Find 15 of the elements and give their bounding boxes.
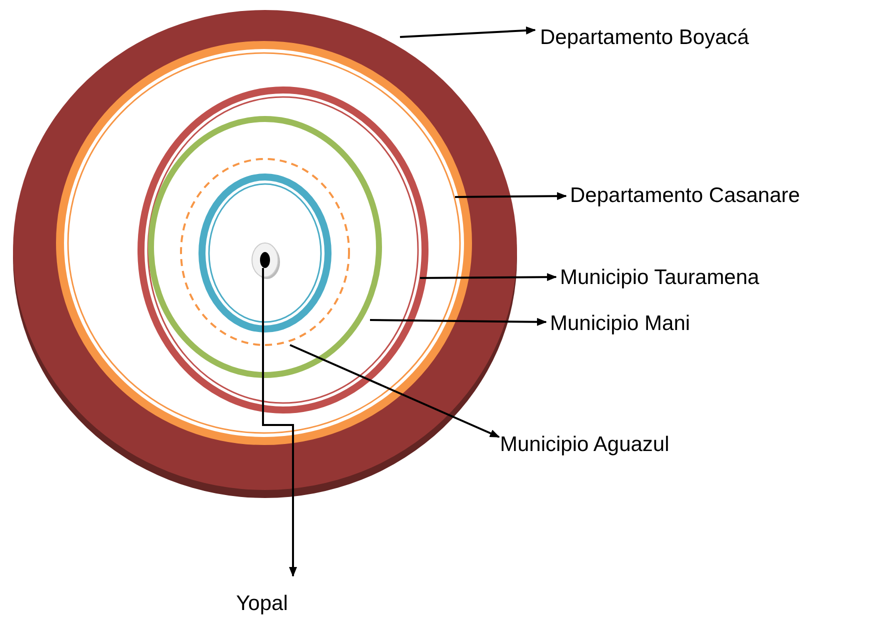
leader-arrow — [262, 268, 297, 577]
region-label: Yopal — [236, 592, 288, 616]
dashed-ring — [179, 157, 351, 347]
leader-arrow — [400, 26, 536, 38]
leader-arrow — [290, 344, 500, 438]
region-label: Municipio Mani — [550, 312, 690, 336]
region-label: Departamento Casanare — [570, 184, 800, 208]
leader-arrow — [454, 192, 567, 200]
region-label: Municipio Tauramena — [560, 266, 760, 290]
region-label: Municipio Aguazul — [500, 433, 670, 457]
region-label: Departamento Boyacá — [540, 26, 749, 50]
leader-arrow — [370, 318, 547, 326]
leader-arrow — [420, 273, 557, 282]
center-dot — [250, 241, 280, 279]
ring — [145, 113, 385, 381]
